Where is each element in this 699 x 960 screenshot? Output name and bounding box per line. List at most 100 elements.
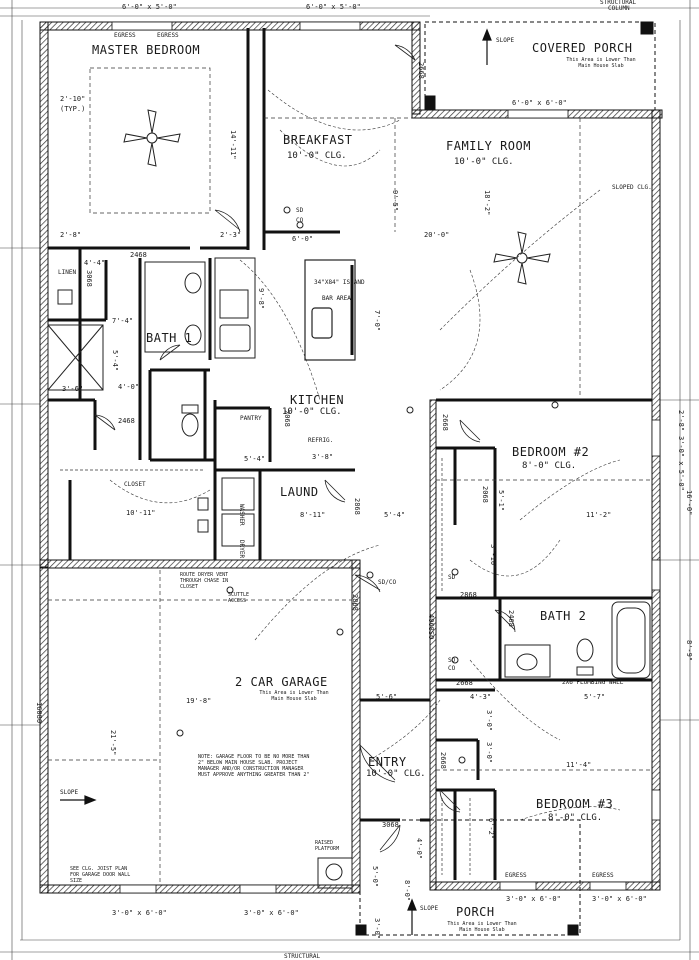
window-size-label: 6'-0" x 5'-0" — [306, 3, 361, 11]
dimension-label: 2'-8" — [677, 410, 685, 432]
bath-1-fixtures — [47, 261, 206, 437]
door-tag: 3068 — [85, 270, 93, 287]
door-tag: 2668 — [439, 752, 447, 769]
covered-porch-note: This Area is Lower Than Main House Slab — [566, 57, 636, 69]
dimension-label: 8'-0" — [403, 880, 411, 902]
smoke-detector-label: SD — [448, 657, 456, 664]
door-tag: 16080 — [35, 702, 43, 724]
dimension-label: 2'-3" — [220, 231, 242, 239]
dimension-label: 4'-4" — [84, 259, 106, 267]
room-label-porch: PORCH — [456, 905, 495, 919]
dimension-label: 5'-7" — [584, 693, 606, 701]
dimension-label: 11'-2" — [586, 511, 612, 519]
room-label-bath-1: BATH 1 — [146, 331, 193, 345]
dimension-label: 5'-0" — [371, 866, 379, 888]
exterior-windows — [111, 21, 661, 894]
breakfast-ceiling-height: 10'-0" CLG. — [287, 151, 347, 161]
dimension-label: 7'-0" — [373, 310, 381, 332]
dryer-label: DRYER — [238, 540, 245, 559]
dimension-label: 5'-4" — [384, 511, 406, 519]
dryer-vent-note: ROUTE DRYER VENT THROUGH CHASE IN CLOSET — [180, 572, 229, 590]
porch-note: This Area is Lower Than Main House Slab — [447, 921, 517, 933]
covered-porch-outline — [424, 21, 656, 111]
dimension-label: 16'-0" — [685, 490, 693, 516]
bar-area-label: BAR AREA — [322, 295, 351, 302]
sloped-ceiling-label: SLOPED CLG. — [612, 184, 652, 191]
plumbing-wall-label: 2X6 PLUMBING WALL — [562, 679, 624, 686]
front-porch-outline — [355, 819, 581, 936]
closet-label: CLOSET — [124, 481, 146, 488]
dimension-label: 18'-2" — [483, 190, 491, 216]
dimension-label: 4'-3" — [470, 693, 492, 701]
dimension-label: 5'-4" — [111, 350, 119, 372]
door-swing — [94, 44, 516, 853]
room-label-laundry: LAUND — [280, 485, 319, 499]
egress-label: EGRESS — [157, 32, 179, 39]
structural-label: STRUCTURAL — [284, 953, 321, 960]
ceiling-fan-icon — [123, 109, 181, 167]
slope-arrow — [60, 28, 492, 935]
dimension-label: 2'-10" — [60, 95, 86, 103]
garage-note: This Area is Lower Than Main House Slab — [259, 690, 329, 702]
door-tag: 2668 — [441, 414, 449, 431]
dimension-label: 9'-8" — [257, 288, 265, 310]
dimension-label: 8'-9" — [685, 640, 693, 662]
slope-label: SLOPE — [60, 789, 79, 796]
kitchen-counter — [214, 257, 256, 359]
room-label-entry: ENTRY — [368, 755, 407, 769]
door-tag: 2468 — [130, 251, 147, 259]
dimension-label: 6'-0" — [292, 235, 314, 243]
dimension-label: 7'-4" — [112, 317, 134, 325]
window-size-label: 3'-0" x 6'-0" — [506, 895, 561, 903]
washer-label: WASHER — [238, 504, 245, 526]
smoke-detector-label: SD — [296, 207, 304, 214]
door-tag: 2668 — [456, 679, 473, 687]
egress-label: EGRESS — [592, 872, 614, 879]
kitchen-island — [304, 259, 356, 361]
room-label-breakfast: BREAKFAST — [283, 133, 353, 147]
bedroom-2-ceiling-height: 8'-0" CLG. — [522, 461, 577, 471]
kitchen-ceiling-height: 10'-0" CLG. — [282, 407, 342, 417]
pantry-label: PANTRY — [240, 415, 262, 422]
window-size-label: 3'-0" x 5'-0" — [677, 436, 685, 491]
door-tag: 4068SO — [427, 614, 435, 640]
window-size-label: 3'-0" x 6'-0" — [592, 895, 647, 903]
door-tag: 2068 — [481, 486, 489, 503]
egress-label: EGRESS — [505, 872, 527, 879]
structural-column-label: COLUMN — [608, 5, 630, 12]
ceiling-tray — [48, 67, 652, 885]
dimension-label: 4'-0" — [415, 838, 423, 860]
joist-note: SEE CLG. JOIST PLAN FOR GARAGE DOOR WALL… — [70, 866, 131, 884]
room-label-family-room: FAMILY ROOM — [446, 139, 531, 153]
smoke-detector-label: SD — [448, 574, 456, 581]
door-tag: 2868 — [460, 591, 477, 599]
structural-column-label: STRUCTURAL — [600, 0, 637, 6]
carbon-monoxide-label: CO — [448, 665, 456, 672]
dimension-label: 5'-4" — [244, 455, 266, 463]
dimension-label: 5'-6" — [376, 693, 398, 701]
dimension-label: 10'-11" — [126, 509, 156, 517]
island-label: 34"X84" ISLAND — [314, 279, 365, 286]
door-tag: 2468 — [118, 417, 135, 425]
dimension-label: (TYP.) — [60, 105, 86, 113]
dimension-label: 14'-11" — [229, 130, 237, 160]
dimension-label: 8'-11" — [300, 511, 326, 519]
window-size-label: 6'-0" x 5'-0" — [122, 3, 177, 11]
dimension-label: 20'-0" — [424, 231, 450, 239]
dimension-label: 2'-8" — [60, 231, 82, 239]
refrigerator-label: REFRIG. — [308, 437, 334, 444]
window-size-label: 6'-0" x 6'-0" — [512, 99, 567, 107]
door-tag: 2068 — [283, 410, 291, 427]
dimension-label: 3'-0" — [373, 918, 381, 940]
linen-label: LINEN — [58, 269, 77, 276]
water-heater — [317, 857, 353, 889]
dimension-label: 5'-1" — [497, 490, 505, 512]
smoke-co-detector-label: SD/CO — [378, 579, 397, 586]
dimension-label: 9'-5" — [391, 190, 399, 212]
room-label-bedroom-3: BEDROOM #3 — [536, 797, 614, 811]
window-size-label: 3'-0" x 6'-0" — [112, 909, 167, 917]
dimension-label: 3'-6" — [62, 385, 84, 393]
bath-2-fixtures — [504, 601, 651, 679]
